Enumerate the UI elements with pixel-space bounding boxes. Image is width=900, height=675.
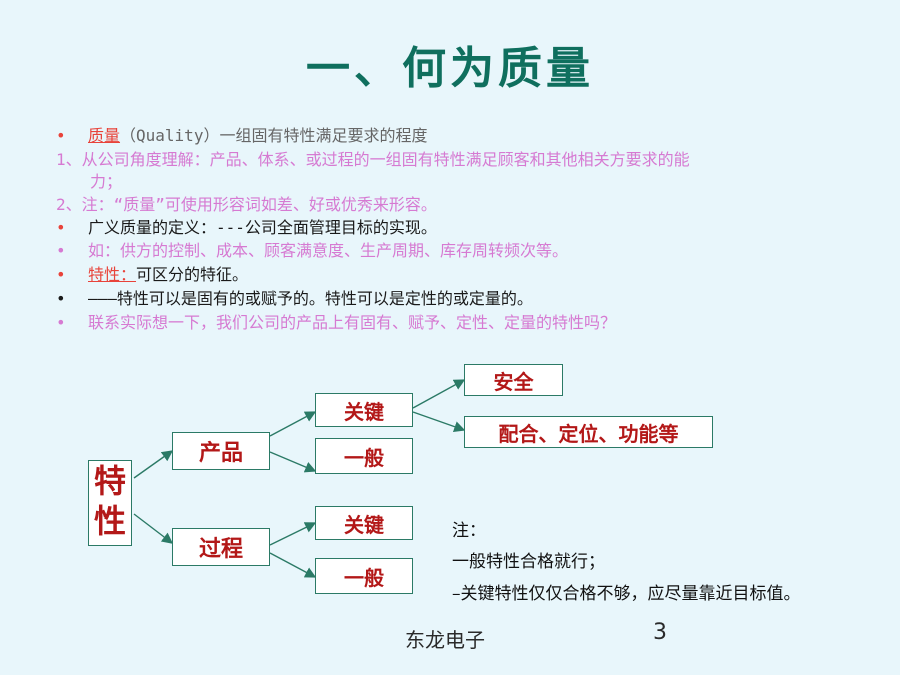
arrow-key-fit — [412, 411, 466, 433]
process-label: 过程 — [198, 536, 243, 562]
fit-label: 配合、定位、功能等 — [498, 421, 679, 446]
arrow-product-general — [269, 451, 317, 473]
product-general-label: 一般 — [344, 445, 384, 470]
quality-definition: （Quality）一组固有特性满足要求的程度 — [120, 126, 428, 145]
arrow-root-product — [133, 450, 174, 479]
note-adjective-line: 2、注：“质量”可使用形容词如差、好或优秀来形容。 — [56, 195, 437, 214]
think-text: 联系实际想一下，我们公司的产品上有固有、赋予、定性、定量的特性吗？ — [88, 313, 617, 332]
characteristic-definition: 可区分的特征。 — [136, 265, 249, 284]
bullet-dot: • — [56, 218, 66, 237]
bullet-inherent: • ———特性可以是固有的或赋予的。特性可以是定性的或定量的。 — [56, 288, 533, 310]
safety-box: 安全 — [464, 364, 563, 396]
inherent-text: ———特性可以是固有的或赋予的。特性可以是定性的或定量的。 — [88, 289, 533, 308]
bullet-broad-quality: • 广义质量的定义：---公司全面管理目标的实现。 — [56, 217, 437, 239]
product-label: 产品 — [198, 440, 243, 466]
bullet-quality: • 质量（Quality）一组固有特性满足要求的程度 — [56, 125, 427, 147]
quality-term: 质量 — [88, 126, 121, 145]
slide-title: 一、何为质量 — [306, 43, 594, 94]
bullet-dot: • — [56, 313, 66, 332]
process-box: 过程 — [172, 528, 270, 566]
note-line-1: 一般特性合格就行； — [452, 552, 605, 572]
arrow-key-safety — [412, 379, 466, 409]
note-line-2: –关键特性仅仅合格不够，应尽量靠近目标值。 — [452, 584, 801, 604]
arrow-product-key — [269, 411, 317, 437]
broad-quality-text: 广义质量的定义：---公司全面管理目标的实现。 — [88, 218, 437, 237]
product-key-label: 关键 — [344, 399, 384, 424]
bullet-dot: • — [56, 265, 66, 284]
fit-box: 配合、定位、功能等 — [464, 416, 713, 448]
root-label: 特性 — [93, 462, 126, 540]
company-understanding-line-cont: 力； — [90, 172, 123, 191]
arrow-process-key — [269, 522, 317, 546]
bullet-think: • 联系实际想一下，我们公司的产品上有固有、赋予、定性、定量的特性吗？ — [56, 312, 616, 334]
bullet-examples: • 如：供方的控制、成本、顾客满意度、生产周期、库存周转频次等。 — [56, 240, 568, 262]
bullet-dot: • — [56, 241, 66, 260]
characteristic-term: 特性： — [88, 265, 137, 284]
process-general-label: 一般 — [344, 565, 384, 590]
product-key-box: 关键 — [315, 393, 413, 427]
arrow-process-general — [269, 552, 317, 578]
product-general-box: 一般 — [315, 438, 413, 474]
safety-label: 安全 — [493, 369, 534, 394]
examples-text: 如：供方的控制、成本、顾客满意度、生产周期、库存周转频次等。 — [88, 241, 569, 260]
arrow-root-process — [133, 513, 174, 544]
process-key-label: 关键 — [344, 512, 384, 537]
process-key-box: 关键 — [315, 506, 413, 540]
process-general-box: 一般 — [315, 558, 413, 594]
product-box: 产品 — [172, 432, 270, 470]
company-understanding-line: 1、从公司角度理解：产品、体系、或过程的一组固有特性满足顾客和其他相关方要求的能 — [56, 150, 690, 169]
bullet-dot: • — [56, 126, 66, 145]
footer-company: 东龙电子 — [405, 628, 485, 652]
page-number: 3 — [653, 620, 667, 645]
note-title: 注： — [452, 521, 486, 541]
bullet-dot: • — [56, 289, 66, 308]
root-characteristic-box: 特性 — [88, 460, 132, 546]
bullet-characteristic: • 特性：可区分的特征。 — [56, 264, 248, 286]
